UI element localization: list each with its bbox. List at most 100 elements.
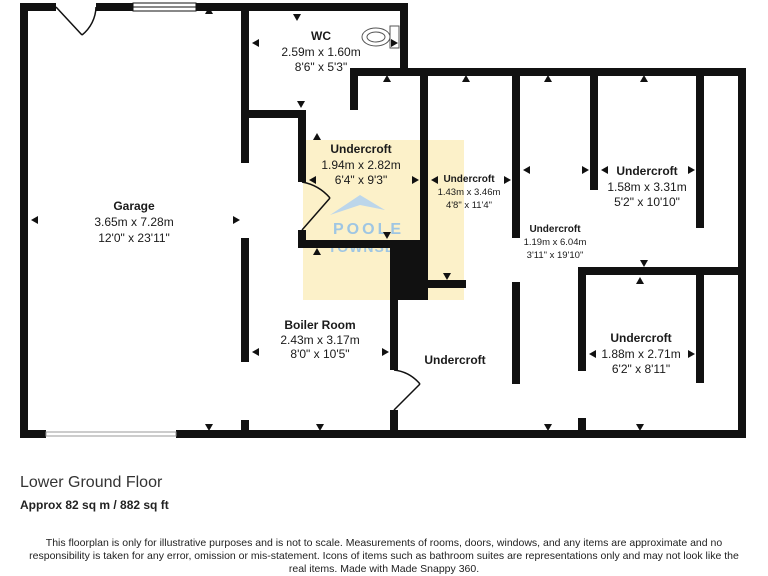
arrow-up-icon [636, 277, 644, 284]
room-metric: 1.88m x 2.71m [601, 347, 680, 361]
floor-area: Approx 82 sq m / 882 sq ft [20, 498, 169, 512]
wall [512, 282, 520, 384]
arrow-down-icon [205, 424, 213, 431]
room-imperial: 4'8" x 11'4" [446, 200, 492, 211]
arrow-up-icon [313, 248, 321, 255]
wall [96, 3, 133, 11]
arrow-down-icon [316, 424, 324, 431]
floor-title: Lower Ground Floor [20, 474, 163, 491]
wall [578, 267, 746, 275]
arrow-down-icon [443, 273, 451, 280]
room-metric: 3.65m x 7.28m [94, 215, 173, 229]
room-undercroft-f: Undercroft [424, 353, 485, 367]
room-imperial: 6'4" x 9'3" [335, 173, 387, 187]
room-metric: 1.94m x 2.82m [321, 158, 400, 172]
door-swing [393, 369, 421, 385]
arrow-left-icon [601, 166, 608, 174]
wall [176, 430, 746, 438]
arrow-right-icon [382, 348, 389, 356]
wall [390, 410, 398, 438]
arrow-down-icon [293, 14, 301, 21]
arrow-down-icon [544, 424, 552, 431]
doors [55, 6, 421, 411]
wall [390, 280, 466, 288]
room-name: Undercroft [610, 331, 671, 345]
door-leaf [55, 6, 83, 36]
room-name: Undercroft [443, 174, 495, 185]
arrow-left-icon [589, 350, 596, 358]
room-undercroft-b: Undercroft 1.43m x 3.46m 4'8" x 11'4" [438, 174, 501, 211]
toilet-icon [361, 25, 400, 49]
room-imperial: 8'6" x 5'3" [295, 60, 347, 74]
room-name: Undercroft [529, 224, 581, 235]
room-name: WC [311, 29, 331, 43]
wall [298, 230, 306, 247]
arrow-left-icon [309, 176, 316, 184]
wall [241, 420, 249, 438]
arrow-down-icon [636, 424, 644, 431]
wall [390, 290, 398, 370]
room-undercroft-a: Undercroft 1.94m x 2.82m 6'4" x 9'3" [321, 142, 400, 187]
room-boiler: Boiler Room 2.43m x 3.17m 8'0" x 10'5" [280, 318, 359, 361]
room-name: Undercroft [330, 142, 391, 156]
room-name: Garage [113, 199, 155, 213]
arrow-right-icon [688, 350, 695, 358]
wall [590, 68, 598, 190]
door-swing [301, 181, 331, 199]
wall [738, 68, 746, 438]
wall [196, 3, 408, 11]
arrow-left-icon [252, 39, 259, 47]
wall [696, 275, 704, 383]
wall [578, 418, 586, 438]
disclaimer: This floorplan is only for illustrative … [29, 537, 739, 575]
dimension-arrows [31, 7, 695, 431]
floorplan-drawing: POOLE TOWNSEND [20, 2, 746, 438]
arrow-up-icon [313, 133, 321, 140]
watermark-roof-icon [330, 195, 385, 215]
room-imperial: 3'11" x 19'10" [527, 250, 584, 261]
room-name: Undercroft [616, 164, 677, 178]
room-imperial: 12'0" x 23'11" [98, 231, 170, 245]
arrow-down-icon [297, 101, 305, 108]
door-swing [81, 6, 97, 36]
room-garage: Garage 3.65m x 7.28m 12'0" x 23'11" [94, 199, 173, 245]
arrow-right-icon [688, 166, 695, 174]
arrow-down-icon [383, 232, 391, 239]
wall [400, 3, 408, 76]
room-metric: 1.58m x 3.31m [607, 180, 686, 194]
room-imperial: 8'0" x 10'5" [290, 347, 349, 361]
wall [350, 68, 358, 110]
arrow-up-icon [544, 75, 552, 82]
arrow-left-icon [252, 348, 259, 356]
room-undercroft-d: Undercroft 1.19m x 6.04m 3'11" x 19'10" [524, 224, 587, 261]
room-undercroft-c: Undercroft 1.58m x 3.31m 5'2" x 10'10" [607, 164, 686, 209]
window [132, 2, 197, 12]
watermark-brand: POOLE [333, 221, 404, 238]
door-leaf [301, 197, 331, 231]
arrow-right-icon [233, 216, 240, 224]
arrow-up-icon [205, 7, 213, 14]
arrow-right-icon [391, 39, 398, 47]
wall [298, 110, 306, 182]
room-metric: 2.43m x 3.17m [280, 333, 359, 347]
wall [241, 238, 249, 362]
wall [20, 3, 56, 11]
arrow-up-icon [383, 75, 391, 82]
arrow-down-icon [640, 260, 648, 267]
room-metric: 1.43m x 3.46m [438, 187, 501, 198]
wall [512, 68, 520, 238]
arrow-right-icon [412, 176, 419, 184]
arrow-up-icon [462, 75, 470, 82]
arrow-left-icon [31, 216, 38, 224]
arrow-left-icon [523, 166, 530, 174]
door-leaf [393, 383, 421, 411]
garage-door-opening [45, 431, 177, 437]
wall [20, 3, 28, 438]
room-name: Undercroft [424, 353, 485, 367]
wall [420, 68, 428, 248]
wall [350, 68, 746, 76]
wall [578, 267, 586, 371]
arrow-left-icon [431, 176, 438, 184]
wall [298, 240, 428, 248]
